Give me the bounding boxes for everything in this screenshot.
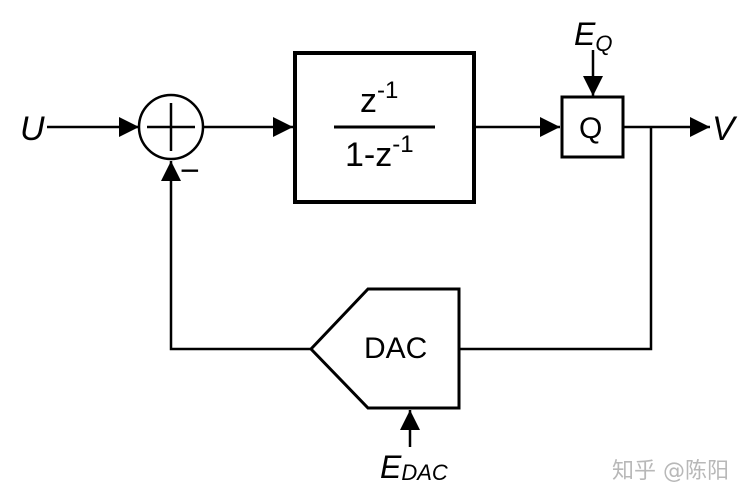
numerator: z-1 — [360, 77, 398, 120]
output-label: V — [712, 110, 738, 148]
minus-sign: − — [180, 152, 200, 190]
feedback-arrow — [161, 161, 311, 351]
eq-label: EQ — [574, 16, 612, 56]
feedback-branch — [459, 127, 653, 351]
dac-label: DAC — [364, 332, 427, 365]
quantizer-label: Q — [579, 112, 602, 145]
edac-label: EDAC — [380, 449, 448, 485]
watermark: 知乎 @陈阳 — [612, 459, 729, 484]
input-label: U — [20, 110, 45, 148]
denominator: 1-z-1 — [345, 131, 414, 174]
dac-block — [308, 287, 461, 410]
